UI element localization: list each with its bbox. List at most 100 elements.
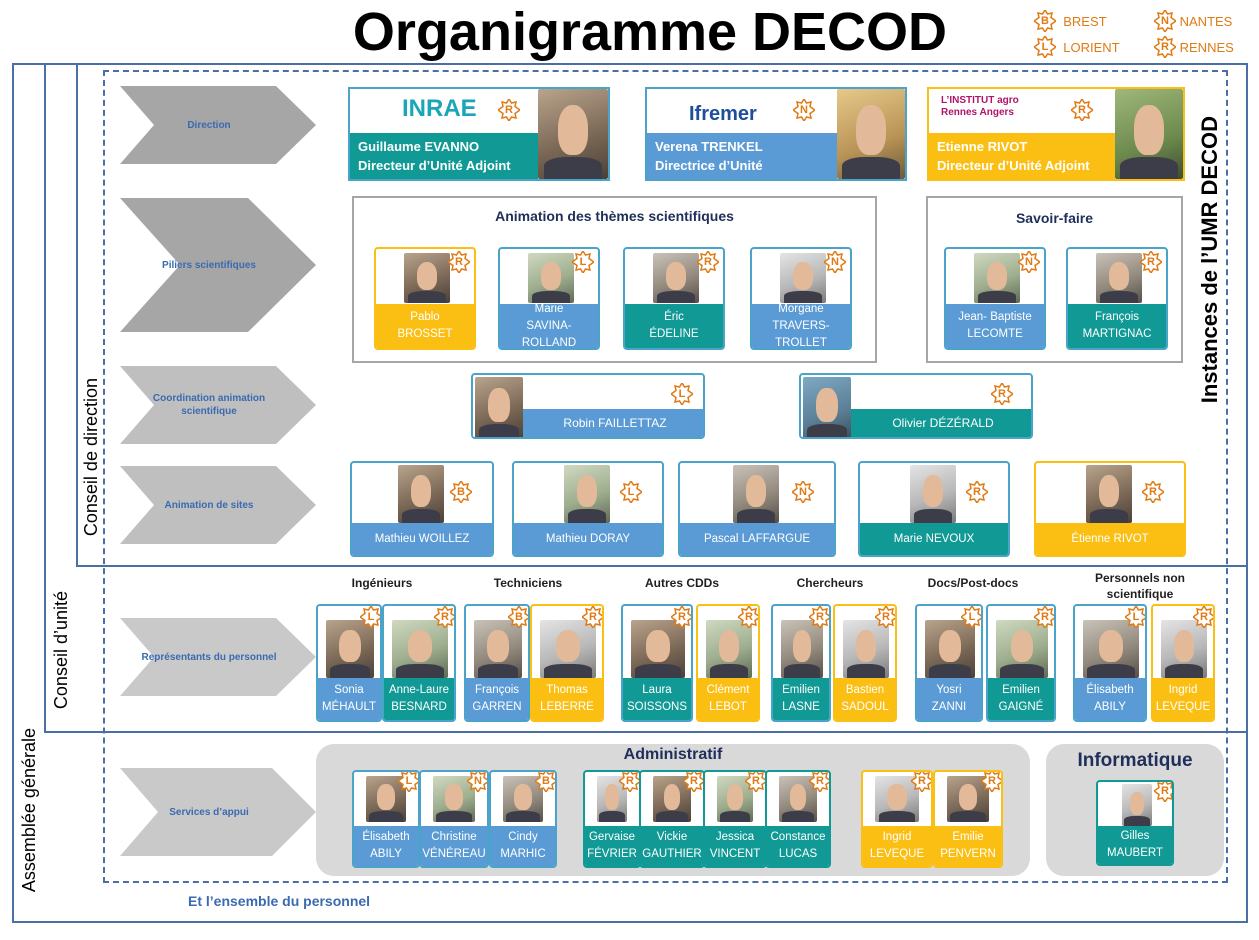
badge-icon: R — [981, 772, 1001, 792]
person-name: Mathieu WOILLEZ — [352, 523, 492, 555]
badge-icon: R — [1071, 99, 1093, 121]
person-photo — [564, 465, 610, 523]
page-title: Organigramme DECOD — [352, 2, 948, 62]
person-photo — [706, 620, 752, 678]
badge-icon: R — [1154, 36, 1176, 58]
col-techniciens: Techniciens — [493, 576, 563, 590]
person-photo — [653, 776, 691, 822]
person-photo — [653, 253, 699, 303]
badge-icon: R — [875, 606, 895, 628]
person-photo — [1161, 620, 1207, 678]
badge-icon: L — [360, 606, 380, 628]
coordination-card-dezerald: R Olivier DÉZÉRALD — [799, 373, 1033, 439]
row-representants: Représentants du personnel — [120, 618, 316, 696]
person-photo — [528, 253, 574, 303]
site-card-1: L Mathieu DORAY — [512, 461, 664, 557]
person-photo — [837, 89, 905, 179]
legend-nantes: N NANTES — [1154, 10, 1232, 32]
badge-icon: L — [398, 772, 418, 792]
badge-icon: N — [467, 772, 487, 792]
badge-icon: R — [966, 481, 988, 503]
site-card-0: B Mathieu WOILLEZ — [350, 461, 494, 557]
badge-icon: L — [572, 251, 594, 273]
institut-agro-logo: L’INSTITUT agro Rennes Angers — [941, 95, 1019, 118]
person-photo — [733, 465, 779, 523]
person-photo — [597, 776, 627, 822]
person-photo — [1115, 89, 1183, 179]
badge-icon: R — [697, 251, 719, 273]
row-direction: Direction — [120, 86, 316, 164]
person-name: Mathieu DORAY — [514, 523, 662, 555]
person-name: Étienne RIVOT — [1036, 523, 1184, 555]
person-photo — [540, 620, 596, 678]
badge-icon: R — [738, 606, 758, 628]
badge-icon: L — [1034, 36, 1056, 58]
badge-icon: R — [809, 772, 829, 792]
badge-icon: B — [508, 606, 528, 628]
badge-icon: R — [582, 606, 602, 628]
badge-icon: B — [450, 481, 472, 503]
ifremer-logo: Ifremer — [689, 103, 757, 125]
informatique-title: Informatique — [1077, 750, 1193, 771]
badge-icon: N — [793, 99, 815, 121]
savoir-faire-title: Savoir-faire — [1015, 210, 1094, 226]
badge-icon: R — [619, 772, 639, 792]
badge-icon: N — [1154, 10, 1176, 32]
person-photo — [398, 465, 444, 523]
row-services: Services d’appui — [120, 768, 316, 856]
row-animation-sites: Animation de sites — [120, 466, 316, 544]
badge-icon: L — [1125, 606, 1145, 628]
person-photo — [538, 89, 608, 179]
person-photo — [974, 253, 1020, 303]
legend-rennes: R RENNES — [1154, 36, 1234, 58]
administratif-title: Administratif — [623, 746, 723, 763]
row-piliers: Piliers scientifiques — [120, 198, 316, 332]
person-photo — [780, 253, 826, 303]
badge-icon: R — [448, 251, 470, 273]
person-photo — [392, 620, 448, 678]
badge-icon: R — [1142, 481, 1164, 503]
legend-lorient: L LORIENT — [1034, 36, 1120, 58]
person-photo — [843, 620, 889, 678]
col-autres-cdds: Autres CDDs — [644, 576, 719, 590]
badge-icon: L — [671, 383, 693, 405]
person-photo — [781, 620, 823, 678]
badge-icon: R — [671, 606, 691, 628]
col-chercheurs: Chercheurs — [796, 576, 864, 590]
badge-icon: L — [620, 481, 642, 503]
